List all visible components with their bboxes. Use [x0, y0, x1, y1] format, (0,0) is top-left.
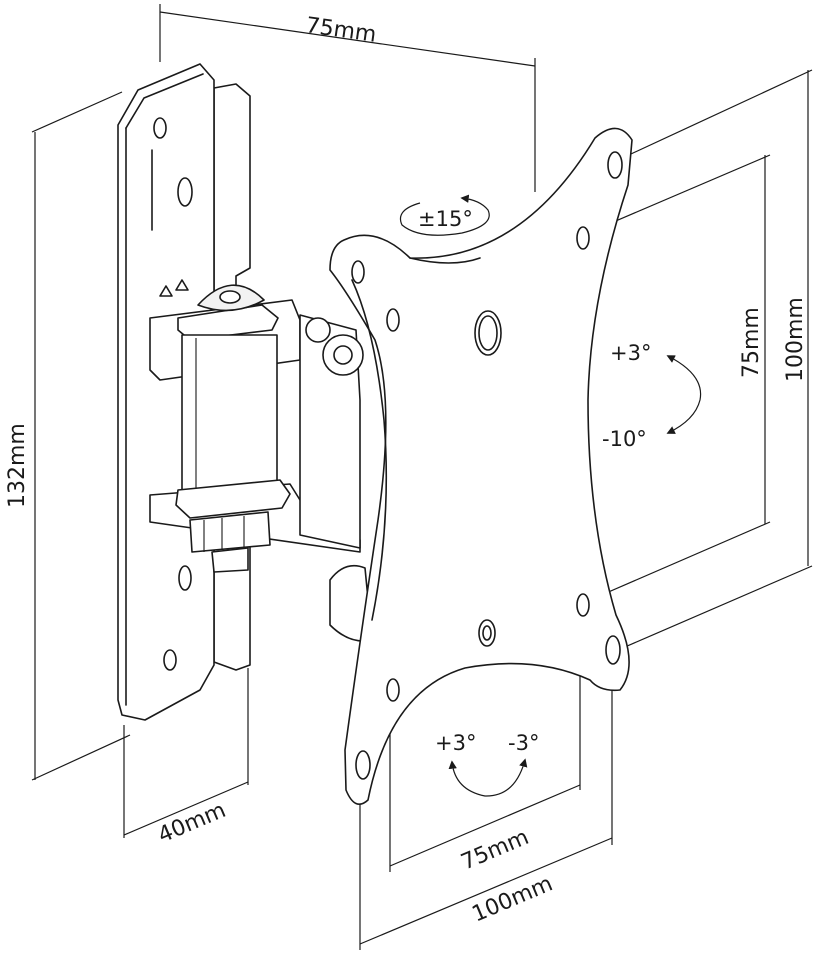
rotation-arrows — [399, 194, 702, 797]
tilt-up-label: +3° — [610, 341, 651, 365]
level-right-label: -3° — [508, 731, 539, 755]
left-height-label: 132mm — [5, 423, 30, 508]
vesa-plate — [329, 127, 633, 806]
level-left-label: +3° — [435, 731, 476, 755]
vesa-outer-vertical-label: 100mm — [783, 297, 808, 382]
vesa-hole-icon — [607, 151, 623, 179]
vesa-inner-vertical-label: 75mm — [739, 307, 764, 378]
tilt-down-label: -10° — [602, 427, 647, 451]
dimension-lines — [31, 4, 813, 950]
top-width-label: 75mm — [304, 13, 378, 48]
swivel-label: ±15° — [418, 207, 473, 231]
hinge-assembly — [149, 284, 373, 642]
